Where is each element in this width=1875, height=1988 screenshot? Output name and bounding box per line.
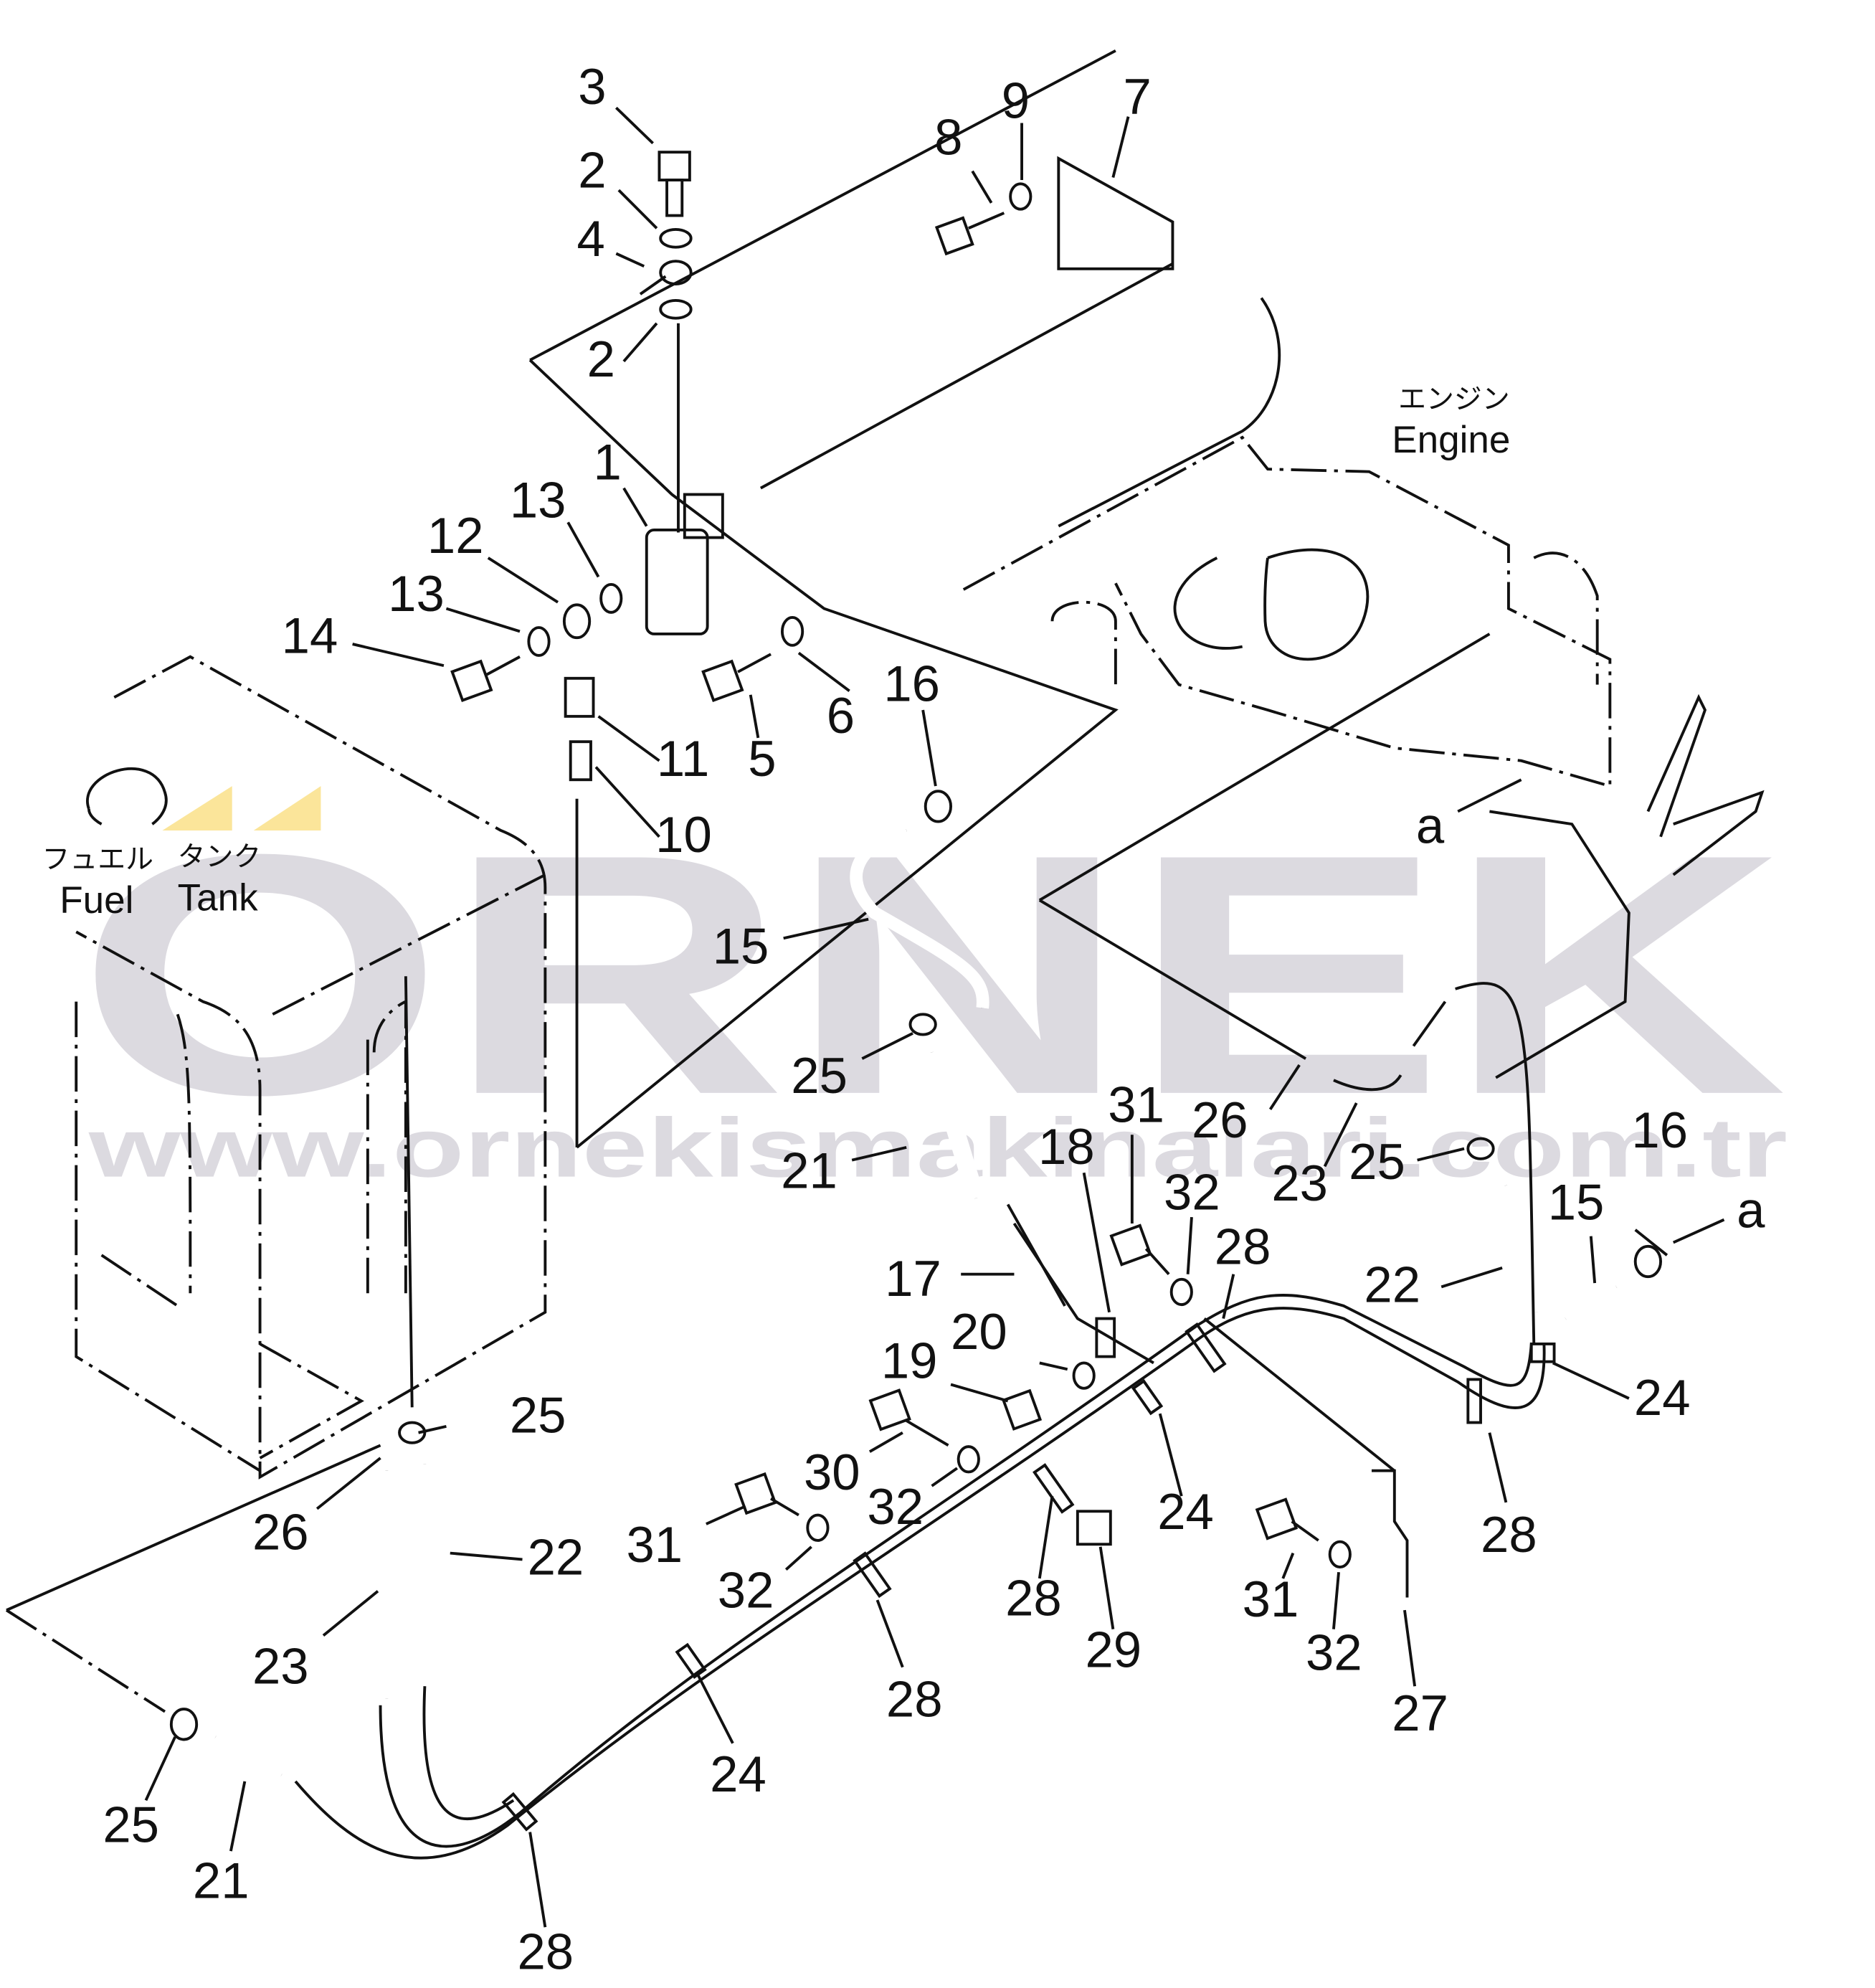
callout: 29 [1085,1622,1141,1678]
callout: 3 [578,58,606,115]
callout: 15 [713,918,769,975]
view-a-marker: a [1737,1181,1765,1238]
callout-numbers: 3 2 4 2 8 9 7 1 13 12 13 14 5 6 11 10 16… [103,58,1690,1980]
engine-label-jp: エンジン [1398,383,1510,415]
callout: 25 [1349,1133,1405,1190]
fuel-hoses [211,824,1621,1860]
callout: 2 [578,142,606,199]
callout: 1 [594,433,622,490]
hose-clamps [501,1317,1556,1832]
filter-bracket-outline [528,49,1174,1149]
callout: 25 [791,1047,848,1104]
callout: 20 [951,1303,1007,1360]
callout: 9 [1002,72,1030,128]
callout: 28 [1481,1506,1537,1563]
watermark: ORNEK www.ornekismakinalari.com.tr [76,784,1788,1195]
callout: 23 [252,1638,309,1695]
callout: 16 [883,655,940,712]
leader-lines [144,106,1668,1928]
callout: 24 [710,1746,766,1802]
watermark-url: www.ornekismakinalari.com.tr [88,1101,1788,1195]
callout: 22 [528,1529,584,1586]
callout: 30 [804,1444,860,1500]
callout: 22 [1364,1256,1420,1313]
callout: 15 [1548,1174,1605,1231]
engine-label: Engine [1392,419,1510,461]
callout: 18 [1038,1118,1095,1175]
callout: 28 [1005,1569,1062,1626]
callout: 26 [1192,1092,1248,1148]
callout: 12 [427,507,484,564]
callout: 16 [1631,1102,1688,1158]
callout: 28 [517,1923,574,1979]
fuel-tank-label-2: Tank [178,876,258,919]
callout: 4 [577,210,605,267]
callout: 13 [510,471,566,528]
engine-outline [962,297,1765,1244]
fuel-tank-label-jp-1: フュエル [42,843,154,876]
callout: 24 [1157,1483,1214,1540]
callout: 13 [388,565,445,622]
fuel-tank [5,655,547,1713]
callout: 32 [1306,1624,1362,1680]
callout: 28 [886,1671,943,1728]
callout: 8 [934,109,962,166]
callout: 2 [587,331,615,387]
callout: 32 [718,1562,774,1619]
callout: 7 [1123,68,1151,125]
callout: 23 [1271,1155,1328,1211]
fuel-tank-label-jp-2: タンク [178,841,262,873]
callout: 5 [748,730,776,787]
callout: 14 [282,607,338,663]
callout: 21 [781,1142,837,1198]
callout: 21 [193,1852,250,1908]
callout: 25 [510,1387,566,1444]
callout: 24 [1634,1369,1691,1426]
callout: 10 [655,806,712,863]
callout: 28 [1215,1218,1271,1275]
fuel-tank-label-1: Fuel [60,879,133,922]
bracket-part-7 [1057,156,1174,270]
callout: 6 [827,687,855,744]
callout: 31 [1243,1571,1299,1627]
view-a-marker: a [1416,797,1445,854]
callout: 19 [881,1333,938,1389]
callout: 26 [252,1503,309,1560]
bolts-and-washers [169,151,1663,1741]
callout: 27 [1392,1685,1448,1741]
watermark-brand: ORNEK [76,784,1788,1166]
callout: 11 [657,730,709,787]
callout: 25 [103,1797,159,1853]
callout: 31 [1108,1076,1164,1133]
callout: 31 [626,1516,683,1573]
callout: 17 [885,1250,941,1307]
callout: 32 [867,1478,924,1535]
callout: 32 [1164,1164,1220,1221]
